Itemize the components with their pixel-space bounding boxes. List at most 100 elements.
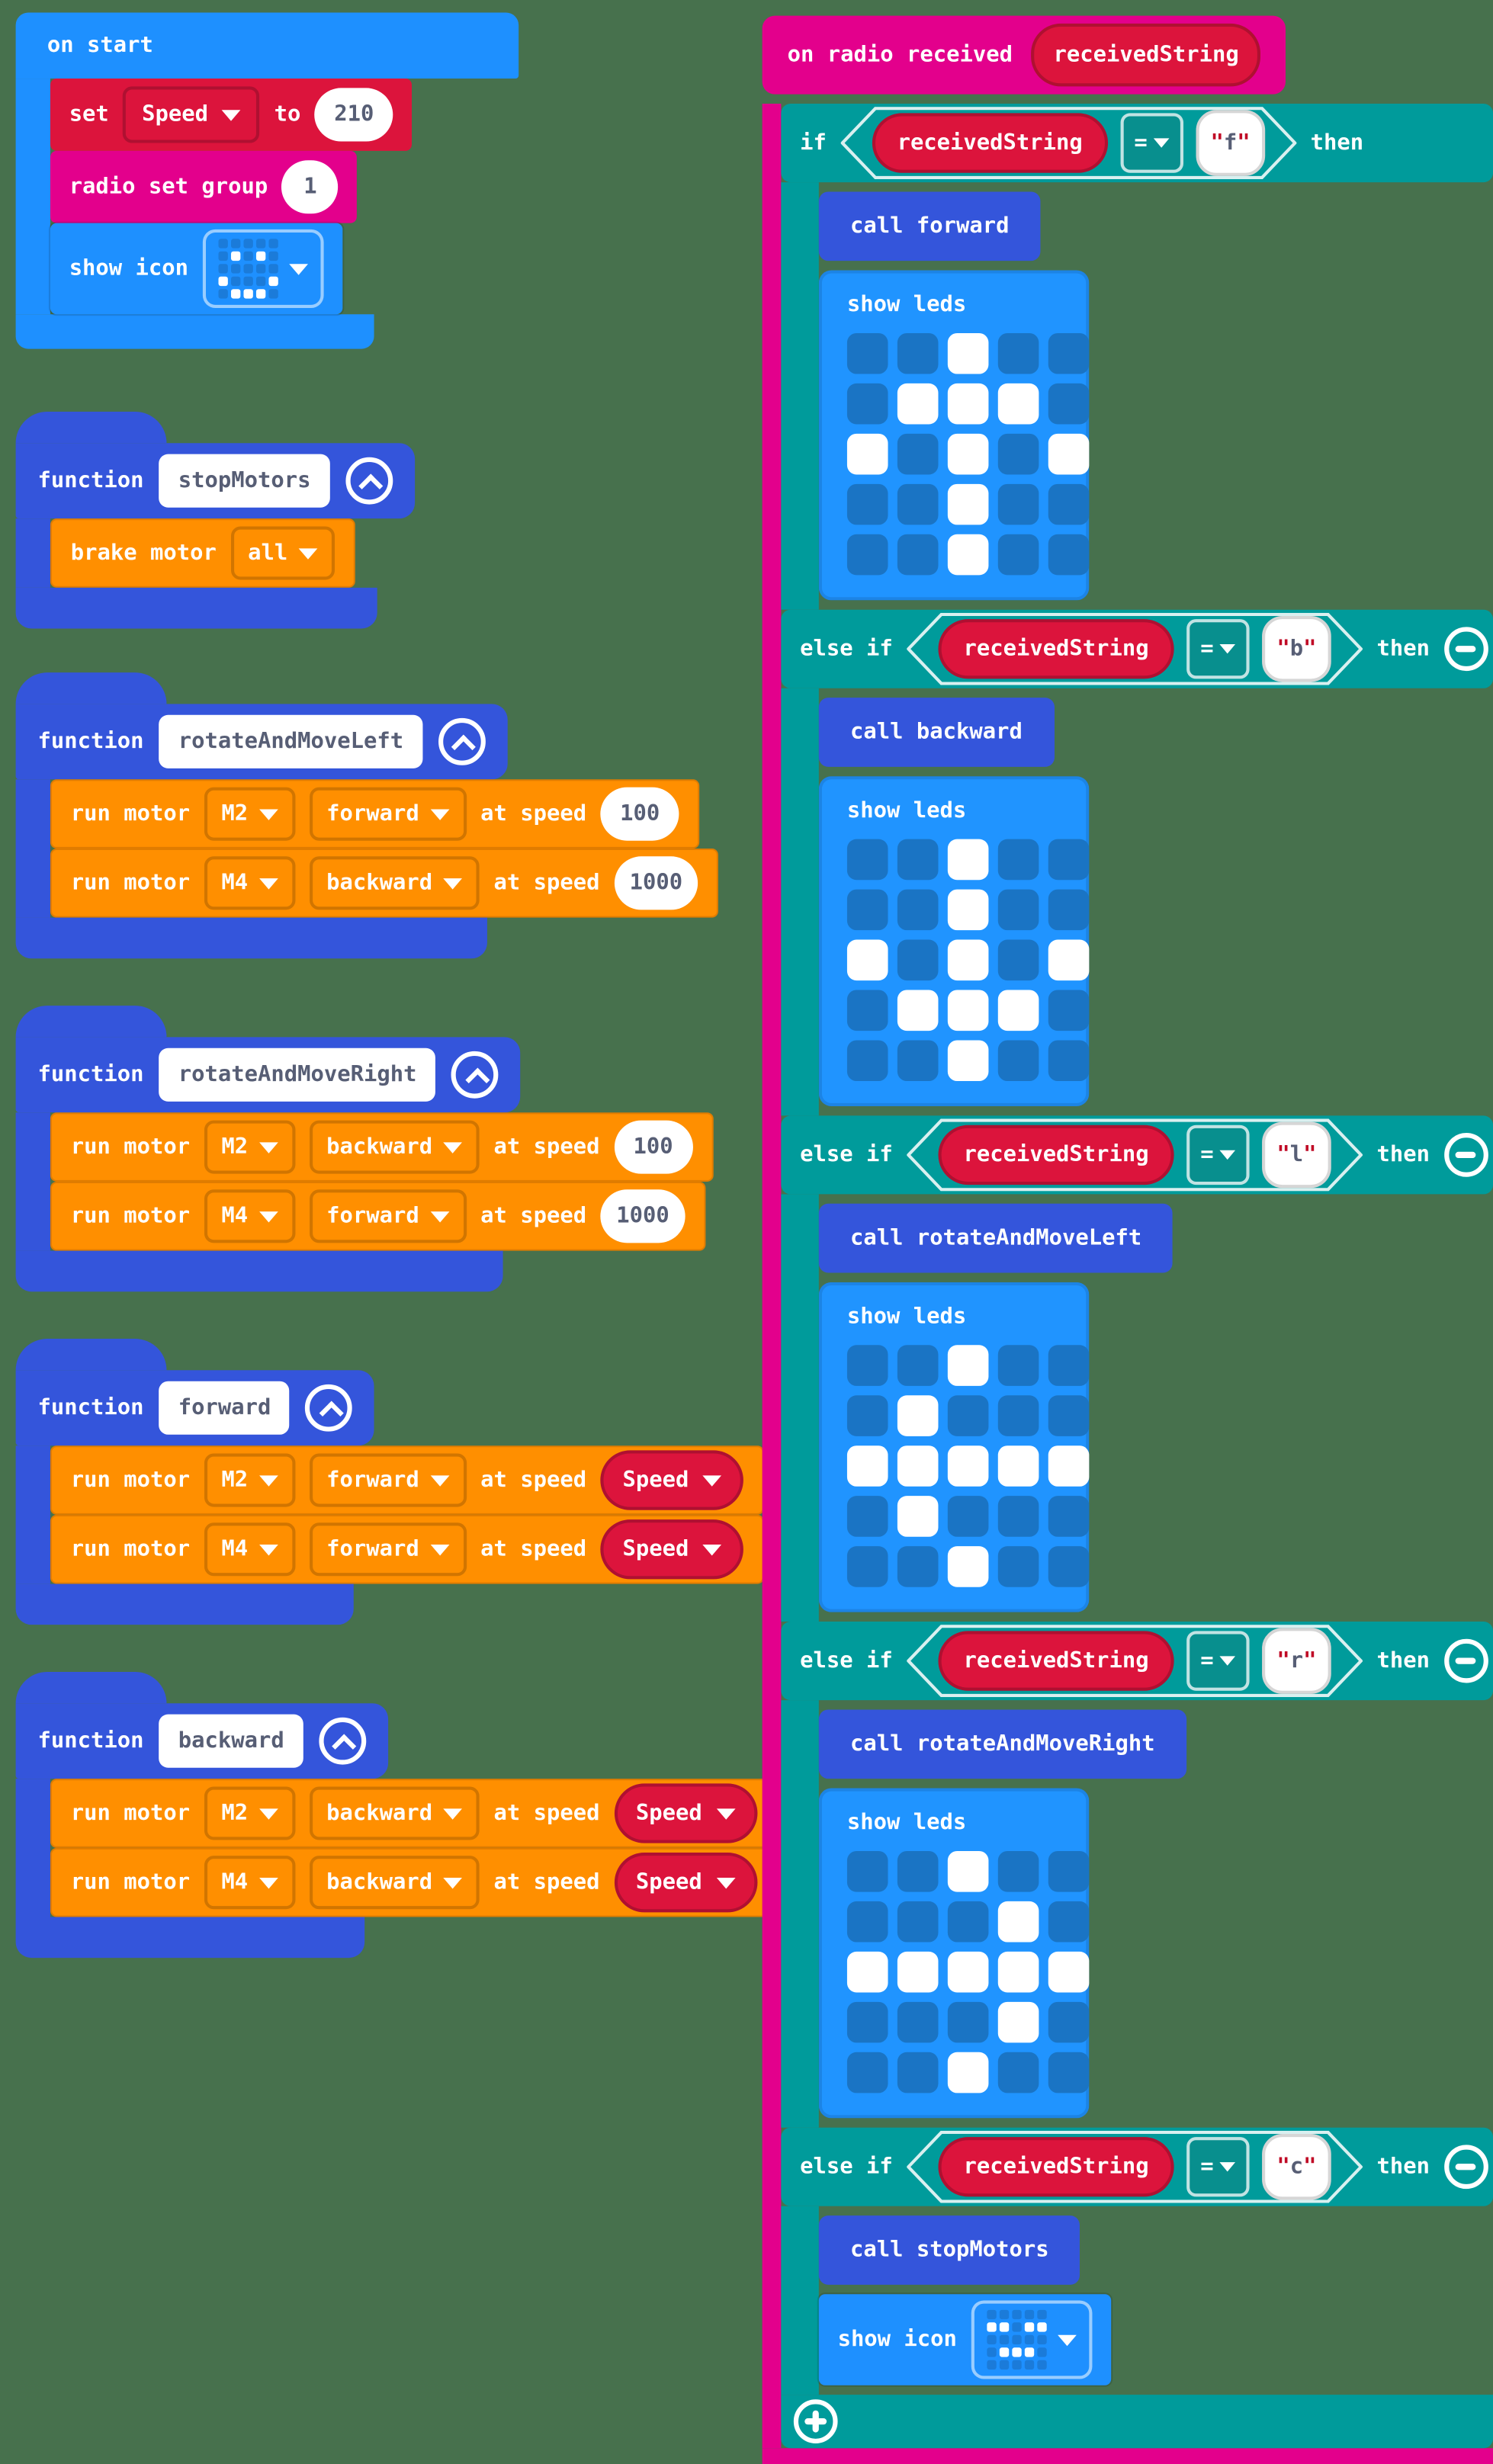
led-off-cell[interactable] (1048, 332, 1090, 374)
led-off-cell[interactable] (897, 1850, 939, 1892)
call-backward-block[interactable]: call backward (818, 698, 1055, 767)
string-field[interactable]: "f" (1196, 110, 1265, 176)
string-field[interactable]: "c" (1262, 2133, 1331, 2200)
show-icon-block[interactable]: show icon (818, 2294, 1111, 2385)
led-off-cell[interactable] (1048, 2001, 1090, 2043)
led-on-cell[interactable] (947, 889, 989, 931)
led-off-cell[interactable] (997, 2052, 1039, 2093)
direction-dropdown[interactable]: forward (309, 1189, 467, 1243)
speed-number-field[interactable]: 100 (600, 787, 679, 841)
condition-hexagon[interactable]: receivedString = "c" (907, 2130, 1363, 2203)
led-on-cell[interactable] (947, 990, 989, 1031)
show-leds-block[interactable]: show leds (818, 270, 1090, 601)
led-off-cell[interactable] (947, 2001, 989, 2043)
comparison-dropdown[interactable]: = (1186, 1631, 1250, 1691)
speed-number-field[interactable]: 1000 (614, 856, 698, 910)
led-on-cell[interactable] (897, 1395, 939, 1436)
led-off-cell[interactable] (1048, 1496, 1090, 1537)
led-off-cell[interactable] (846, 889, 888, 931)
led-on-cell[interactable] (947, 1850, 989, 1892)
motor-dropdown[interactable]: M4 (204, 856, 295, 910)
collapse-button[interactable] (345, 457, 393, 505)
led-on-cell[interactable] (997, 2001, 1039, 2043)
led-on-cell[interactable] (947, 483, 989, 525)
variable-dropdown[interactable]: Speed (123, 86, 261, 143)
led-off-cell[interactable] (1048, 1345, 1090, 1386)
run-motor-block[interactable]: run motor M4 forward at speed Speed (50, 1514, 765, 1584)
collapse-button[interactable] (438, 717, 486, 765)
motor-dropdown[interactable]: M4 (204, 1856, 295, 1910)
function-block-rotateandmoveleft[interactable]: function rotateAndMoveLeft run motor M2 … (15, 672, 746, 959)
led-on-cell[interactable] (947, 1445, 989, 1487)
led-off-cell[interactable] (897, 2001, 939, 2043)
led-on-cell[interactable] (947, 383, 989, 425)
else-if-condition-row[interactable]: else if receivedString = "b" then (781, 609, 1493, 688)
led-off-cell[interactable] (846, 1850, 888, 1892)
led-off-cell[interactable] (897, 939, 939, 981)
condition-hexagon[interactable]: receivedString = "r" (907, 1625, 1363, 1697)
led-off-cell[interactable] (897, 483, 939, 525)
led-off-cell[interactable] (846, 2001, 888, 2043)
led-off-cell[interactable] (846, 1395, 888, 1436)
else-if-condition-row[interactable]: else if receivedString = "l" then (781, 1115, 1493, 1195)
led-on-cell[interactable] (1048, 939, 1090, 981)
received-string-pill[interactable]: receivedString (938, 1125, 1174, 1185)
remove-branch-button[interactable] (1443, 2145, 1488, 2190)
function-block-stopmotors[interactable]: function stopMotors brake motor all (15, 412, 746, 629)
call-stopmotors-block[interactable]: call stopMotors (818, 2215, 1080, 2285)
motor-dropdown[interactable]: M2 (204, 1786, 295, 1840)
led-on-cell[interactable] (846, 1951, 888, 1993)
led-off-cell[interactable] (897, 1345, 939, 1386)
led-off-cell[interactable] (846, 1546, 888, 1587)
comparison-dropdown[interactable]: = (1186, 2137, 1250, 2197)
led-off-cell[interactable] (897, 1546, 939, 1587)
show-leds-block[interactable]: show leds (818, 776, 1090, 1107)
speed-variable-dropdown[interactable]: Speed (600, 1519, 744, 1580)
led-off-cell[interactable] (846, 483, 888, 525)
led-off-cell[interactable] (997, 534, 1039, 576)
led-on-cell[interactable] (897, 990, 939, 1031)
led-on-cell[interactable] (947, 1040, 989, 1082)
run-motor-block[interactable]: run motor M2 backward at speed 100 (50, 1112, 713, 1182)
call-forward-block[interactable]: call forward (818, 191, 1041, 261)
led-on-cell[interactable] (947, 1345, 989, 1386)
remove-branch-button[interactable] (1443, 627, 1488, 672)
comparison-dropdown[interactable]: = (1186, 619, 1250, 679)
on-radio-received-header[interactable]: on radio received receivedString (762, 15, 1286, 95)
radio-set-group-block[interactable]: radio set group 1 (50, 150, 358, 223)
icon-dropdown[interactable] (971, 2300, 1093, 2379)
condition-hexagon[interactable]: receivedString = "l" (907, 1118, 1363, 1192)
led-off-cell[interactable] (1048, 483, 1090, 525)
string-field[interactable]: "l" (1262, 1121, 1331, 1189)
led-off-cell[interactable] (1048, 1901, 1090, 1943)
led-off-cell[interactable] (997, 1496, 1039, 1537)
show-icon-block[interactable]: show icon (50, 223, 343, 315)
led-on-cell[interactable] (1048, 1951, 1090, 1993)
led-off-cell[interactable] (997, 939, 1039, 981)
run-motor-block[interactable]: run motor M2 forward at speed 100 (50, 779, 700, 849)
number-field[interactable]: 1 (281, 160, 339, 214)
on-start-header[interactable]: on start (15, 12, 519, 79)
on-start-block[interactable]: on start set Speed to 210 radio set grou… (15, 12, 746, 349)
led-on-cell[interactable] (997, 1445, 1039, 1487)
led-off-cell[interactable] (846, 839, 888, 881)
led-off-cell[interactable] (1048, 990, 1090, 1031)
direction-dropdown[interactable]: forward (309, 787, 467, 841)
comparison-dropdown[interactable]: = (1186, 1125, 1250, 1185)
led-on-cell[interactable] (997, 383, 1039, 425)
condition-hexagon[interactable]: receivedString = "f" (840, 107, 1297, 179)
speed-variable-dropdown[interactable]: Speed (614, 1853, 757, 1913)
speed-number-field[interactable]: 1000 (600, 1189, 685, 1243)
led-on-cell[interactable] (846, 1445, 888, 1487)
led-on-cell[interactable] (997, 1951, 1039, 1993)
icon-dropdown[interactable] (202, 229, 324, 308)
led-off-cell[interactable] (1048, 889, 1090, 931)
led-off-cell[interactable] (947, 1901, 989, 1943)
run-motor-block[interactable]: run motor M2 backward at speed Speed (50, 1779, 778, 1848)
direction-dropdown[interactable]: backward (309, 1120, 480, 1174)
if-condition-row[interactable]: if receivedString = "f" then (781, 104, 1493, 183)
condition-hexagon[interactable]: receivedString = "b" (907, 612, 1363, 685)
function-name-field[interactable]: stopMotors (159, 454, 330, 508)
led-on-cell[interactable] (997, 1901, 1039, 1943)
led-off-cell[interactable] (846, 1345, 888, 1386)
